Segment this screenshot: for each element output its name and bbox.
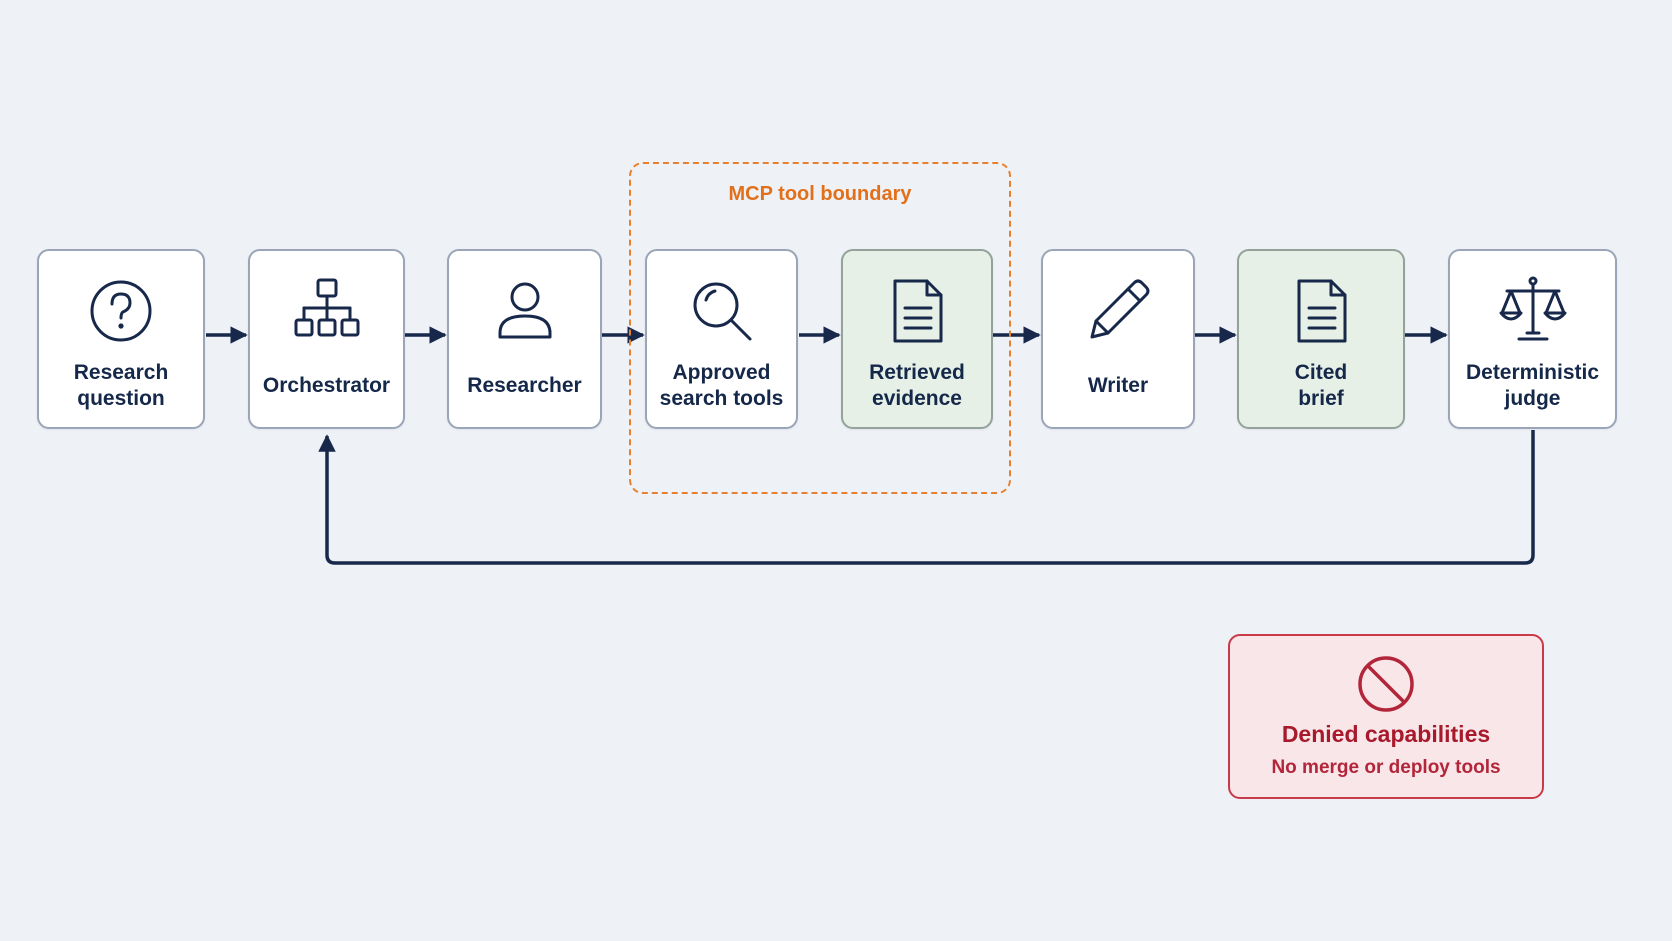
node-retrieved-evidence: Retrieved evidence (841, 249, 993, 429)
node-label: Approved search tools (651, 355, 792, 417)
node-label: Retrieved evidence (847, 355, 987, 417)
node-researcher: Researcher (447, 249, 602, 429)
node-label: Research question (43, 355, 199, 417)
node-label: Orchestrator (254, 355, 399, 417)
node-label-line: Orchestrator (262, 374, 391, 397)
node-label: Cited brief (1243, 355, 1399, 417)
node-research-question: Research question (37, 249, 205, 429)
node-label: Researcher (453, 355, 596, 417)
document-icon (1297, 279, 1347, 343)
node-label-line: brief (1298, 387, 1344, 410)
pencil-icon (1090, 279, 1150, 339)
search-icon (693, 282, 751, 341)
node-label-line: Writer (1087, 374, 1149, 397)
node-label-line: judge (1504, 387, 1561, 410)
node-label-line: Deterministic (1465, 361, 1600, 384)
node-label-line: search tools (659, 387, 784, 410)
node-writer: Writer (1041, 249, 1195, 429)
denied-capabilities-box: Denied capabilities No merge or deploy t… (1228, 634, 1544, 799)
node-label: Deterministic judge (1454, 355, 1611, 417)
node-label-line: question (77, 387, 165, 410)
node-label: Writer (1047, 355, 1189, 417)
prohibited-icon (1358, 656, 1414, 712)
denied-subtitle: No merge or deploy tools (1271, 757, 1501, 778)
node-orchestrator: Orchestrator (248, 249, 405, 429)
node-label-line: Retrieved (869, 361, 965, 384)
node-cited-brief: Cited brief (1237, 249, 1405, 429)
node-deterministic-judge: Deterministic judge (1448, 249, 1617, 429)
node-approved-search-tools: Approved search tools (645, 249, 798, 429)
node-label-line: evidence (872, 387, 962, 410)
node-label-line: Approved (672, 361, 771, 384)
person-icon (498, 282, 551, 339)
denied-title: Denied capabilities (1281, 721, 1491, 747)
hierarchy-icon (294, 278, 359, 337)
node-label-line: Researcher (467, 374, 582, 397)
scales-icon (1499, 276, 1566, 341)
node-label-line: Research (73, 361, 169, 384)
feedback-loop-arrow (318, 430, 1535, 565)
document-icon (893, 279, 943, 343)
question-icon (90, 280, 152, 342)
node-label-line: Cited (1294, 361, 1348, 384)
